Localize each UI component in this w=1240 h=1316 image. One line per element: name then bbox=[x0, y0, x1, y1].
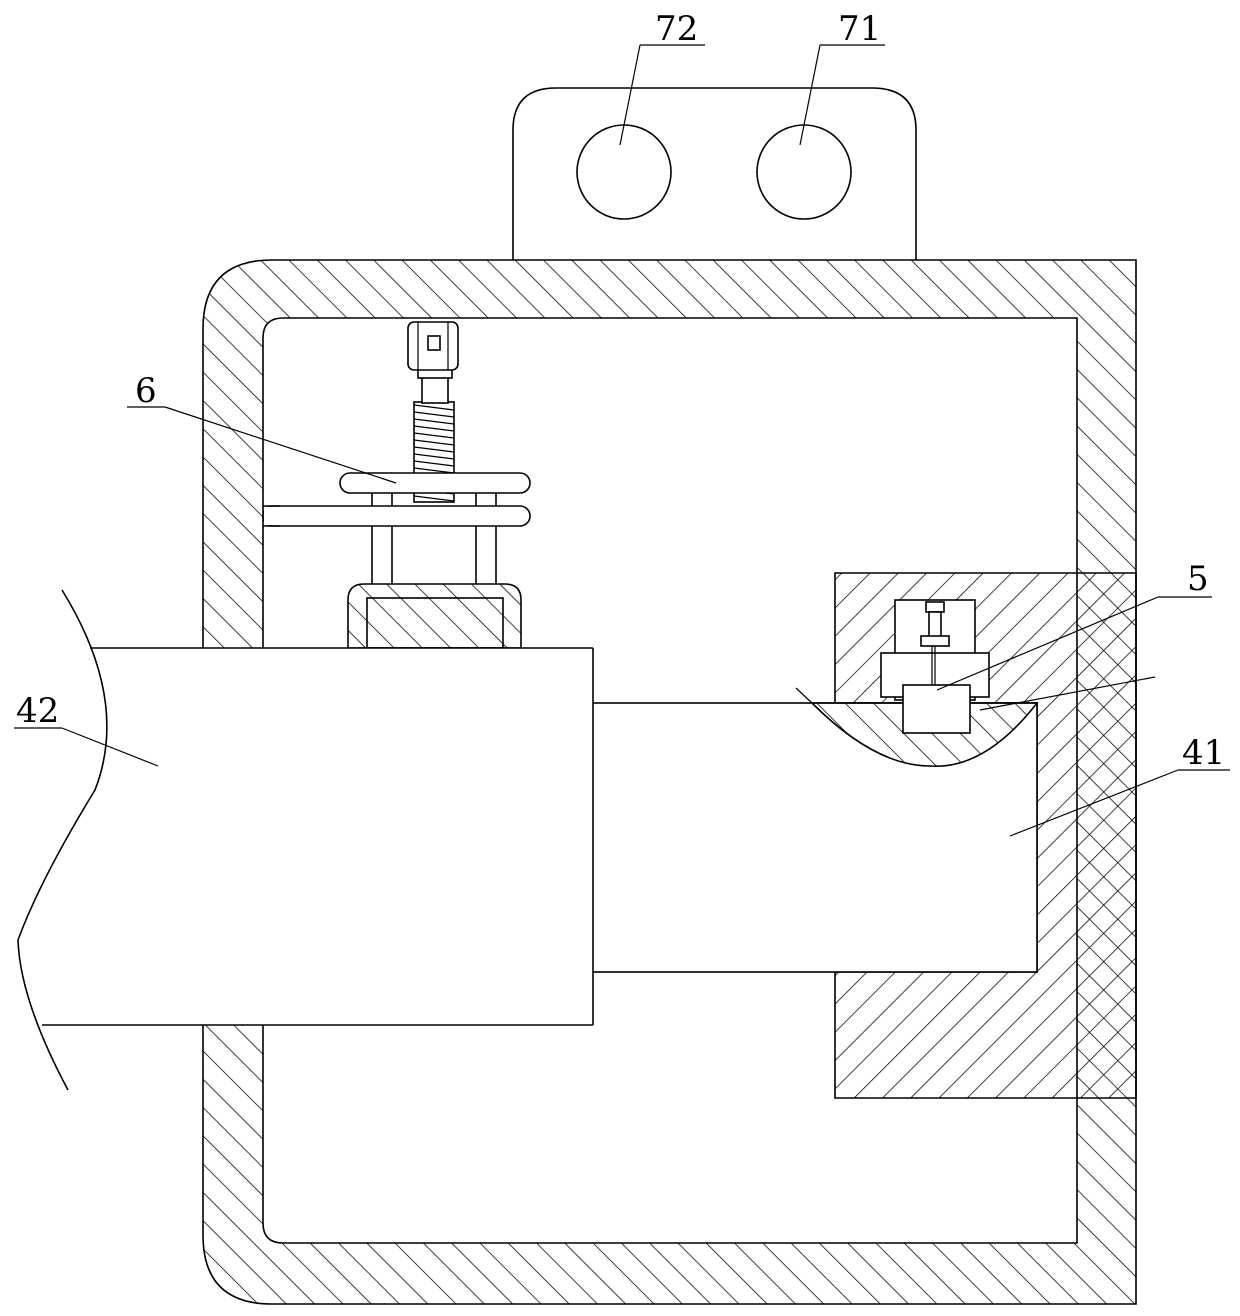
knob-72 bbox=[577, 125, 671, 219]
label-71: 71 bbox=[838, 9, 881, 49]
clamp-jaw bbox=[348, 584, 521, 648]
top-bracket bbox=[513, 88, 916, 260]
label-41: 41 bbox=[1182, 733, 1225, 773]
plug-42 bbox=[18, 590, 593, 1090]
label-5: 5 bbox=[1187, 559, 1209, 599]
label-72: 72 bbox=[655, 9, 698, 49]
label-42: 42 bbox=[16, 691, 59, 731]
knob-71 bbox=[757, 125, 851, 219]
rail-6 bbox=[263, 473, 530, 526]
label-6: 6 bbox=[135, 371, 157, 411]
